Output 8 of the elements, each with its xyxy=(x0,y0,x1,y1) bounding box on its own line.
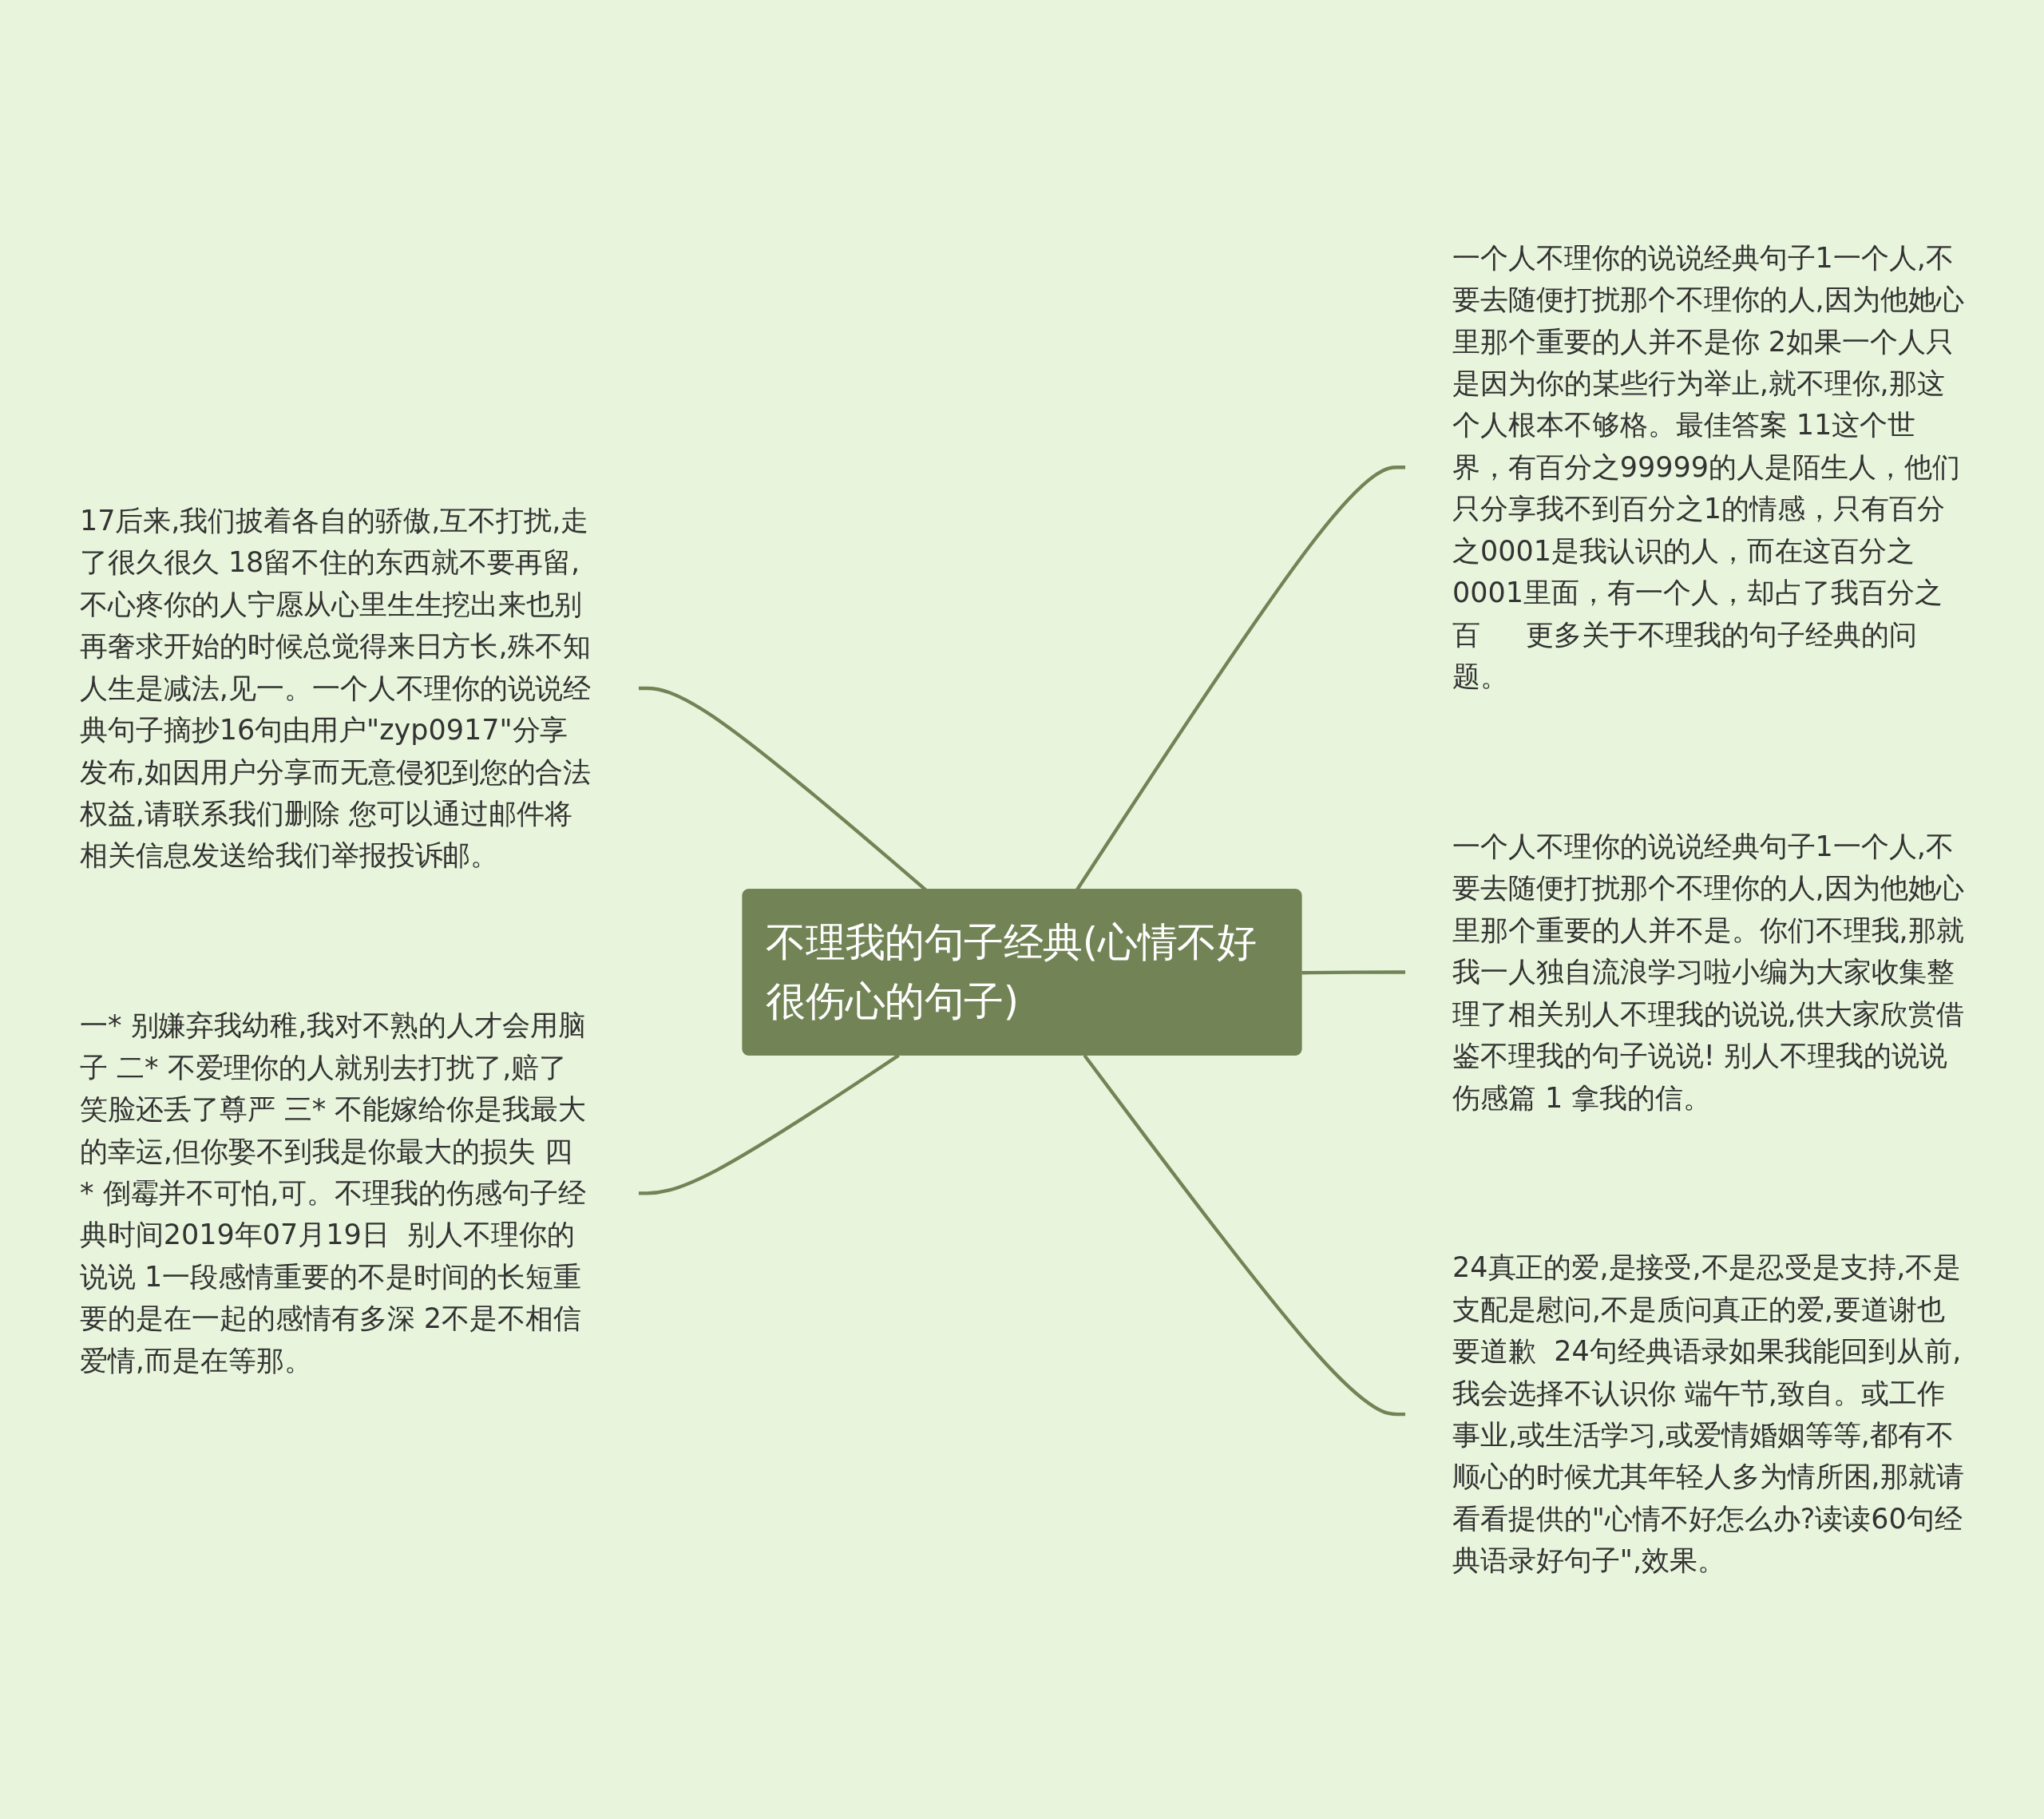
node-text: 一个人不理你的说说经典句子1一个人,不要去随便打扰那个不理你的人,因为他她心里那个重要的人并不是你 2如果一个人只是因为你的某些行为举止,就不理你,那这个人根本不够格。最佳答案 11这个世界，有百分之99999的人是陌生人，他们只分享我不到百分之1的情感，只有百分之0001是我认识的人，而在这百分之0001里面，有一个人，却占了我百分之百 更多关于不理我的句子经典的问题。 xyxy=(1452,241,1964,694)
node-text: 一个人不理你的说说经典句子1一个人,不要去随便打扰那个不理你的人,因为他她心里那个重要的人并不是。你们不理我,那就我一人独自流浪学习啦小编为大家收集整理了相关别人不理我的说说,供大家欣赏借鉴不理我的句子说说! 别人不理我的说说伤感篇 1 拿我的信。 xyxy=(1452,830,1964,1115)
node-text: 17后来,我们披着各自的骄傲,互不打扰,走了很久很久 18留不住的东西就不要再留,不心疼你的人宁愿从心里生生挖出来也别再奢求开始的时候总觉得来日方长,殊不知人生是减法,见一。一个人不理你的说说经典句子摘抄16句由用户"zyp0917"分享发布,如因用户分享而无意侵犯到您的合法权益,请联系我们删除 您可以通过邮件将相关信息发送给我们举报投诉邮。 xyxy=(79,505,592,873)
node-text: 24真正的爱,是接受,不是忍受是支持,不是支配是慰问,不是质问真正的爱,要道谢也要道歉 24句经典语录如果我能回到从前,我会选择不认识你 端午节,致自。或工作事业,或生活学习,或爱情婚姻等等,都有不顺心的时候尤其年轻人多为情所困,那就请看看提供的"心情不好怎么办?读读60句经典语录好句子",效果。 xyxy=(1452,1251,1964,1578)
node-text: 一* 别嫌弃我幼稚,我对不熟的人才会用脑子 二* 不爱理你的人就别去打扰了,赔了笑脸还丢了尊严 三* 不能嫁给你是我最大的幸运,但你娶不到我是你最大的损失 四* 倒霉并不可怕,可。不理我的伤感句子经典时间2019年07月19日 别人不理你的说说 1一段感情重要的不是时间的长短重要的是在一起的感情有多深 2不是不相信爱情,而是在等那。 xyxy=(79,1009,587,1377)
connector xyxy=(1083,1054,1406,1417)
connector xyxy=(638,1054,900,1195)
connector xyxy=(1301,970,1406,975)
